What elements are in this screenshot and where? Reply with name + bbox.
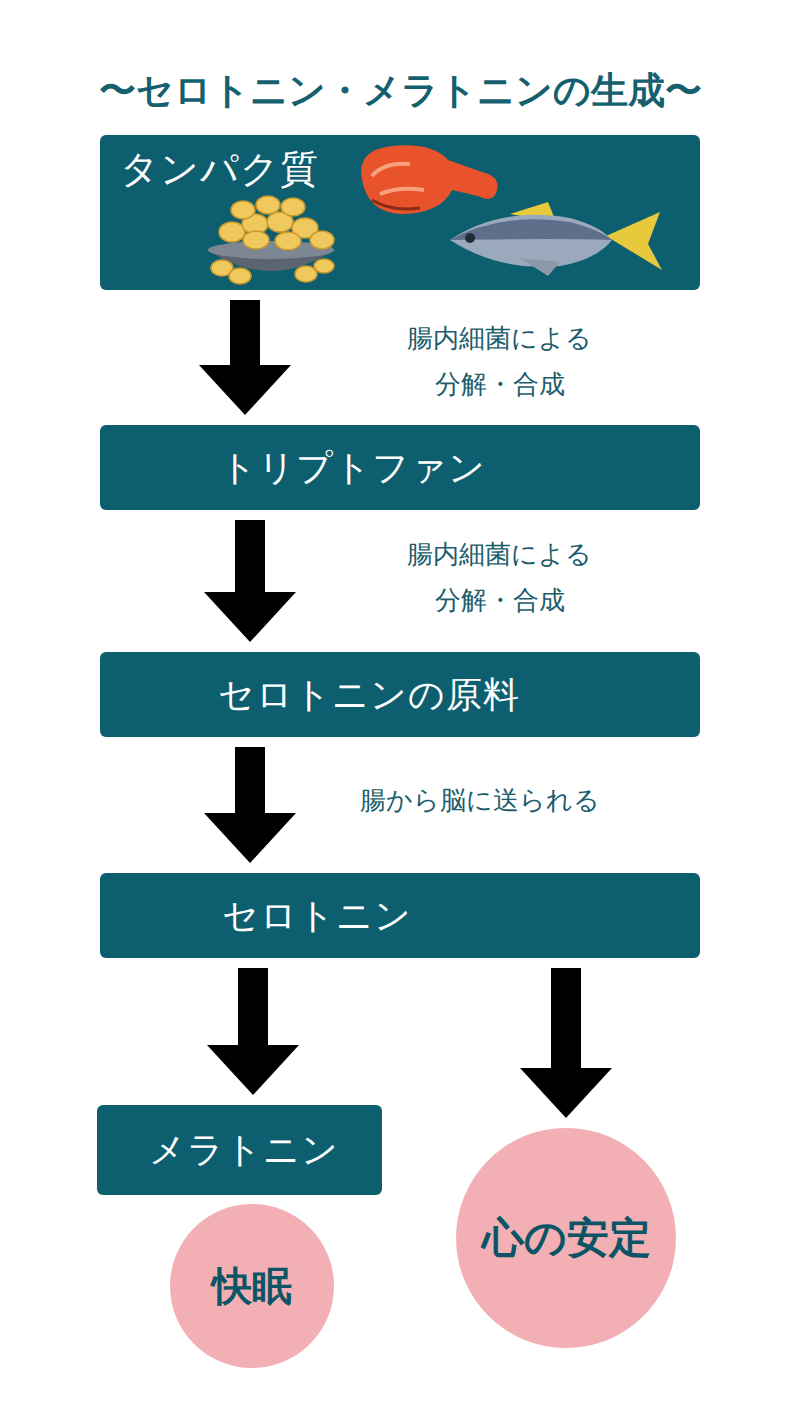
salmon-fillet xyxy=(361,145,497,214)
circle-shape xyxy=(170,1204,334,1368)
bowl-rim xyxy=(208,241,334,259)
effect-circle: 快眠 xyxy=(170,1204,334,1368)
fish xyxy=(450,202,662,276)
arrow-shaft xyxy=(230,300,260,367)
process-box: トリプトファン xyxy=(100,425,700,510)
arrow-shaft xyxy=(238,968,268,1047)
circle-shape xyxy=(456,1128,676,1348)
box-label: メラトニン xyxy=(149,1128,339,1171)
box-label: セロトニン xyxy=(222,894,412,937)
food-box: タンパク質 xyxy=(100,135,700,290)
box-label: タンパク質 xyxy=(120,147,319,193)
box-label: トリプトファン xyxy=(220,446,486,489)
flow-arrow xyxy=(204,747,296,863)
fish-body xyxy=(450,215,612,267)
fish-fin xyxy=(510,202,556,222)
edge-label: 腸から脳に送られる xyxy=(360,778,600,824)
arrow-shaft xyxy=(235,520,265,594)
arrow-head xyxy=(204,592,296,642)
flow-arrow xyxy=(520,968,612,1118)
flow-arrow xyxy=(204,520,296,642)
box-label: セロトニンの原料 xyxy=(218,673,520,716)
arrow-head xyxy=(199,365,291,415)
salmon-stripes xyxy=(372,164,424,194)
process-box: セロトニンの原料 xyxy=(100,652,700,737)
fish-tail xyxy=(606,212,662,270)
flow-arrow xyxy=(199,300,291,415)
arrow-shaft xyxy=(235,747,265,815)
arrow-head xyxy=(207,1045,299,1095)
fish-eye xyxy=(465,233,475,243)
bowl xyxy=(208,250,334,271)
process-box: セロトニン xyxy=(100,873,700,958)
edge-label: 腸内細菌による 分解・合成 xyxy=(404,316,596,407)
arrow-head xyxy=(204,813,296,863)
process-box: メラトニン xyxy=(97,1105,382,1195)
effect-label: 快眠 xyxy=(212,1262,292,1310)
soybean-bowl xyxy=(208,196,334,284)
arrow-head xyxy=(520,1068,612,1118)
edge-label: 腸内細菌による 分解・合成 xyxy=(404,532,596,623)
salmon-body xyxy=(361,145,497,214)
diagram-title: 〜セロトニン・メラトニンの生成〜 xyxy=(0,66,800,116)
arrow-shaft xyxy=(551,968,581,1070)
fish-back xyxy=(450,219,612,240)
effect-label: 心の安定 xyxy=(482,1213,651,1263)
fish-belly-fin xyxy=(520,258,560,276)
salmon-skin xyxy=(372,200,420,209)
flow-arrow xyxy=(207,968,299,1095)
effect-circle: 心の安定 xyxy=(456,1128,676,1348)
soybeans xyxy=(211,196,334,284)
